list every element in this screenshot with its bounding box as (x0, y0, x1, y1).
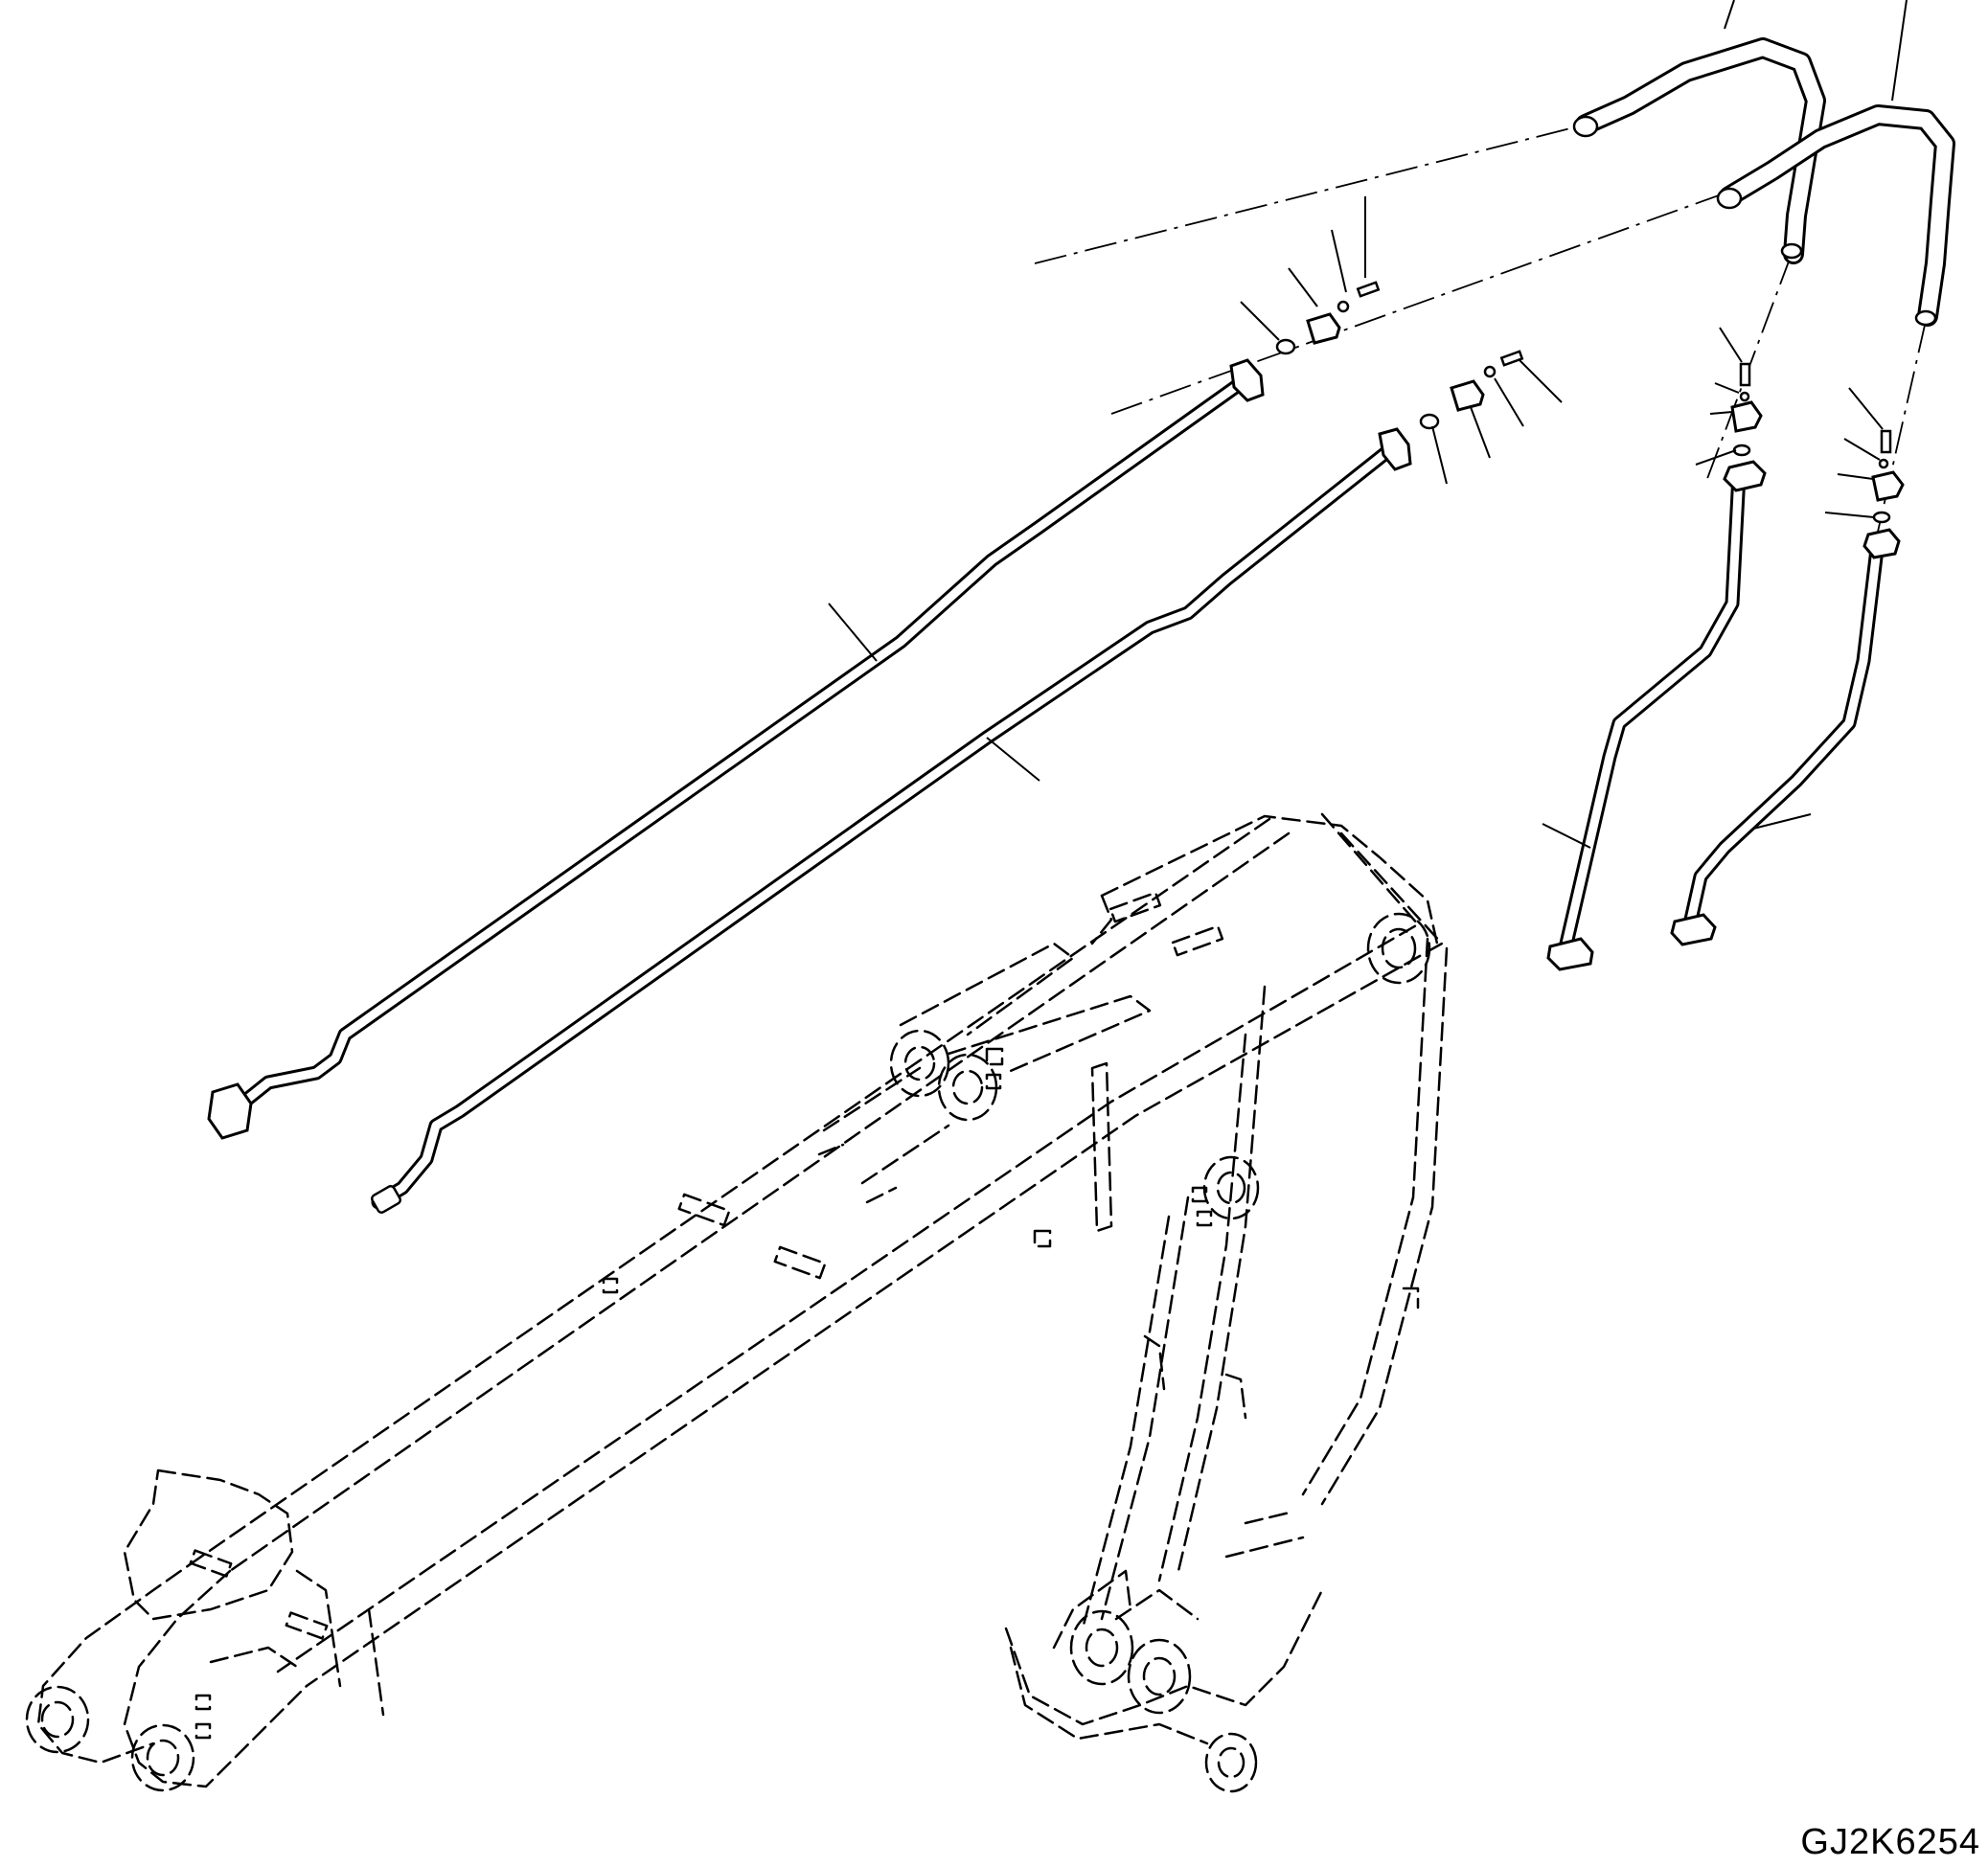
steel-pipe-c (1546, 362, 1767, 971)
callout-leader-lines (828, 0, 1908, 849)
steel-pipe-b (370, 427, 1412, 1214)
pipe-a-flange-bottom (207, 1082, 253, 1140)
steel-pipe-d (1670, 429, 1905, 946)
steel-pipe-a (207, 358, 1265, 1140)
hose-left (1572, 37, 1826, 264)
drawing-code-label: GJ2K6254 (1800, 1822, 1980, 1862)
boom-phantom-outline (25, 812, 1449, 1793)
pipe-b-fitting (370, 1185, 402, 1214)
pipe-a-flange-top (1229, 358, 1265, 402)
clamp-set-lower (1419, 350, 1524, 430)
hose-right (1716, 104, 1955, 327)
pipe-b-flange-top (1378, 427, 1412, 471)
clamp-set-upper (1275, 281, 1381, 355)
